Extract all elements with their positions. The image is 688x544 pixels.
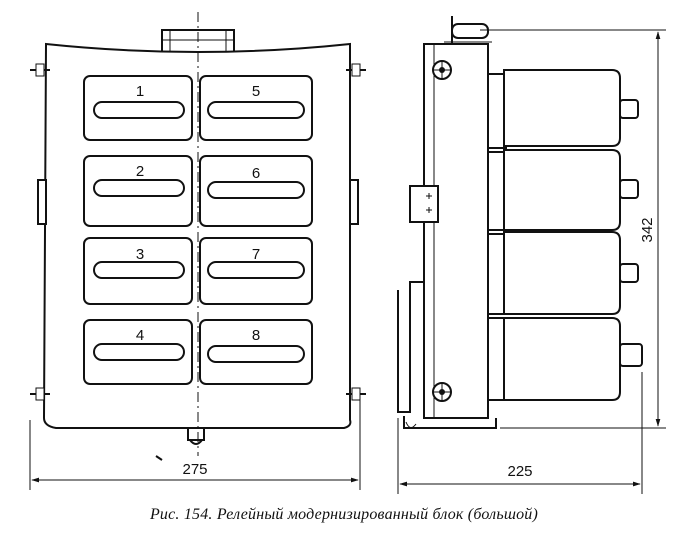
relay-slot-1: 1 xyxy=(83,75,193,141)
relay-number: 6 xyxy=(252,165,260,182)
relay-housing-2 xyxy=(487,149,639,231)
bottom-stub xyxy=(187,427,205,445)
figure-caption: Рис. 154. Релейный модернизированный бло… xyxy=(149,506,539,523)
base-foot xyxy=(403,416,497,429)
relay-number: 5 xyxy=(252,83,260,100)
right-bracket xyxy=(349,179,359,225)
relay-slot-5: 5 xyxy=(199,75,313,141)
front-view: 1 5 2 6 3 7 4 xyxy=(29,12,366,490)
relay-number: 8 xyxy=(252,327,260,344)
relay-housing-4 xyxy=(487,317,643,401)
screw-top xyxy=(432,60,452,80)
left-bracket xyxy=(37,179,47,225)
depth-dimension: 225 xyxy=(397,372,643,494)
width-dimension-label: 275 xyxy=(182,461,207,478)
relay-number: 2 xyxy=(136,163,144,180)
height-dimension-label: 342 xyxy=(639,217,656,242)
relay-number: 3 xyxy=(136,246,144,263)
side-frame xyxy=(423,43,489,419)
relay-slot-8: 8 xyxy=(199,319,313,385)
screw-bottom xyxy=(432,382,452,402)
top-hook xyxy=(444,16,492,44)
relay-slot-6: 6 xyxy=(199,155,313,227)
relay-housing-3 xyxy=(487,231,639,315)
relay-slot-7: 7 xyxy=(199,237,313,305)
depth-dimension-label: 225 xyxy=(507,463,532,480)
lower-plate xyxy=(397,281,424,413)
height-dimension: 342 xyxy=(480,29,666,429)
relay-number: 7 xyxy=(252,246,260,263)
width-dimension: 275 xyxy=(29,400,361,490)
relay-number: 1 xyxy=(136,83,144,100)
relay-slot-2: 2 xyxy=(83,155,193,227)
side-view: 342 225 xyxy=(397,16,666,494)
relay-slot-3: 3 xyxy=(83,237,193,305)
side-bracket xyxy=(409,185,439,223)
relay-slot-4: 4 xyxy=(83,319,193,385)
mounting-bolts xyxy=(30,63,366,401)
relay-number: 4 xyxy=(136,327,144,344)
relay-housing-1 xyxy=(487,69,639,149)
